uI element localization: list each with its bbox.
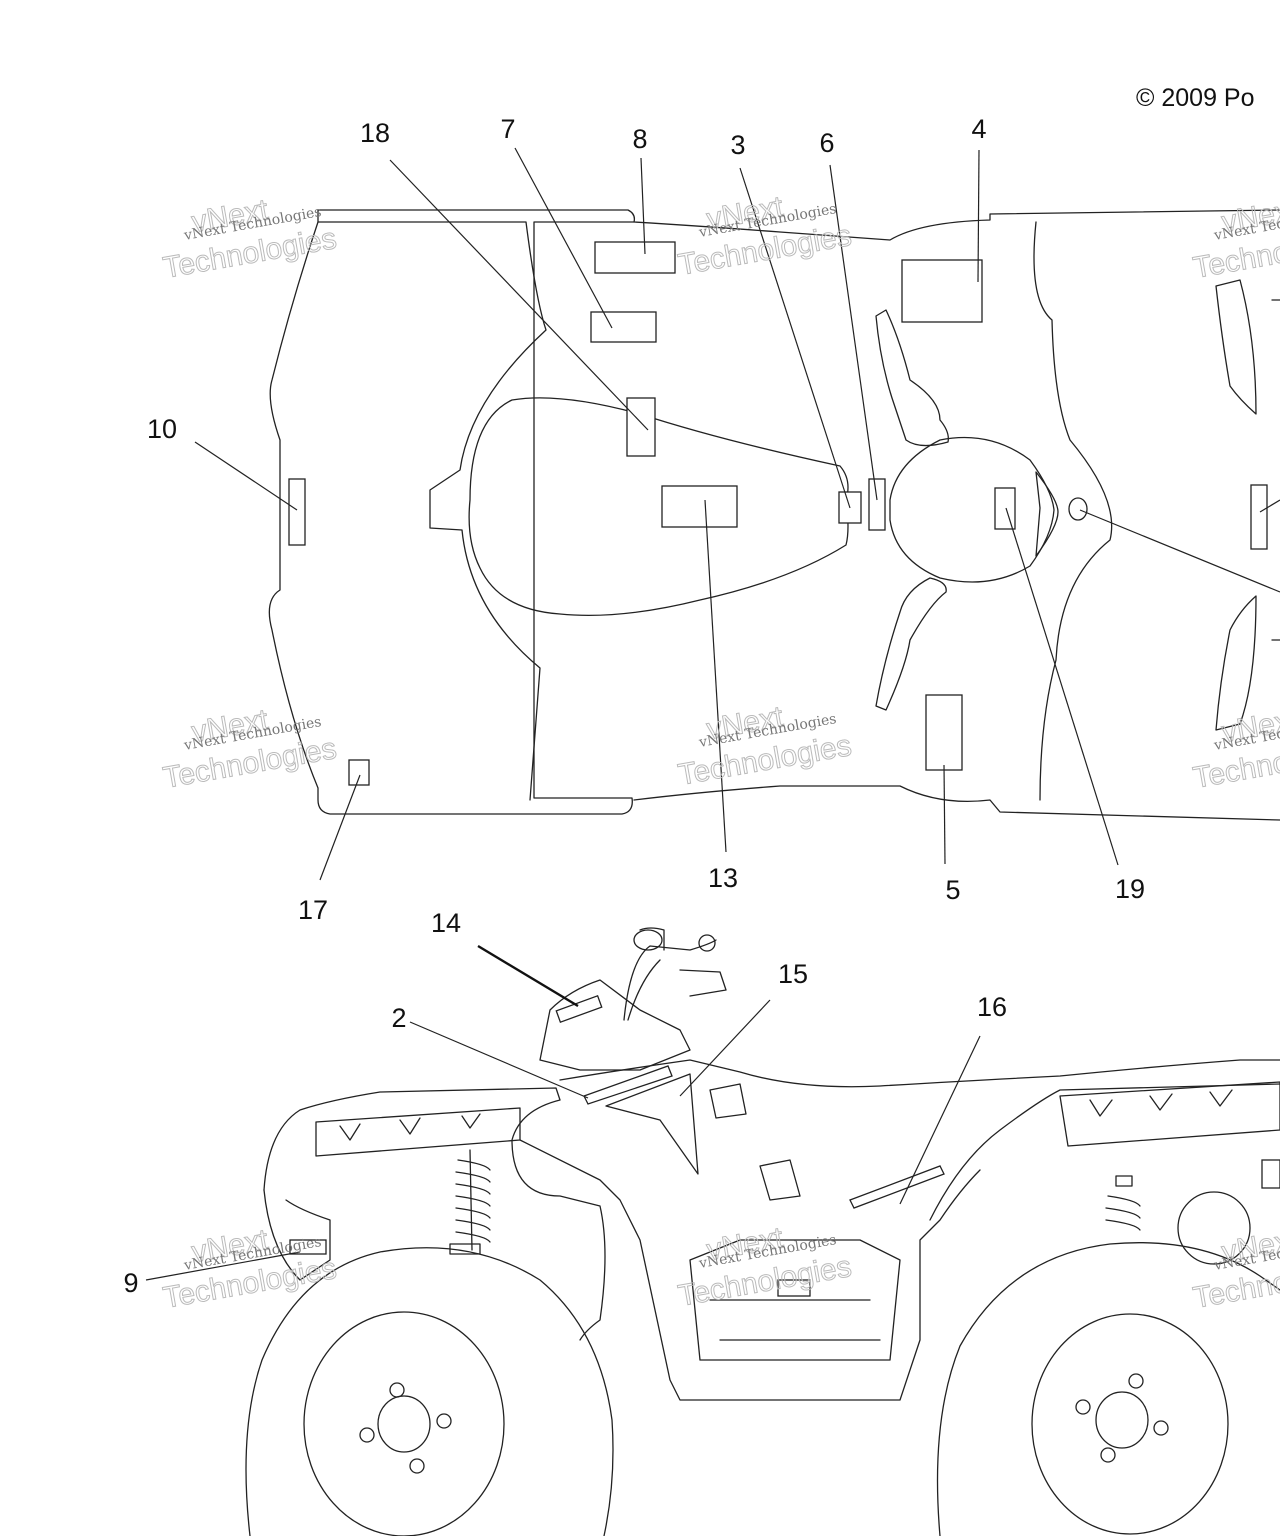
callout-10: 10 (147, 414, 177, 444)
front-fender-rack (315, 1107, 521, 1157)
seat-outline (468, 397, 849, 617)
side-fuel-cover (539, 979, 691, 1071)
side-footwell (689, 1239, 901, 1361)
decal-17[interactable] (348, 759, 370, 786)
leader-16 (899, 1035, 981, 1205)
leader-rear-right (1079, 509, 1280, 593)
leader-rear-edge (1259, 499, 1280, 513)
callout-7: 7 (500, 114, 515, 144)
decal-16[interactable] (849, 1165, 945, 1209)
watermark-7: vNext vNext Technologies Technologies (160, 1223, 339, 1316)
side-vent-1 (709, 1083, 747, 1119)
decal-13[interactable] (661, 485, 738, 528)
rear-hitch-hole (1068, 497, 1088, 521)
rear-fender-side (929, 1083, 1280, 1221)
callout-8: 8 (632, 124, 647, 154)
headlight-pod (889, 436, 1055, 583)
body-outline-bottom (633, 785, 1280, 821)
watermark-4: vNext vNext Technologies Technologies (160, 703, 339, 796)
callout-5: 5 (945, 875, 960, 905)
watermark-9: vNext vNext Technologies Technologies (1190, 1223, 1280, 1316)
decal-14[interactable] (555, 995, 603, 1023)
rear-rack-slot-top (1215, 279, 1257, 415)
rear-rack-edge (1271, 299, 1280, 641)
rear-rack-slot-bottom (1215, 595, 1257, 731)
decal-18[interactable] (626, 397, 656, 457)
callout-9: 9 (123, 1268, 138, 1298)
decal-15[interactable] (583, 1065, 673, 1105)
body-outline (633, 209, 1280, 241)
rear-shock (1105, 1175, 1141, 1231)
callout-14: 14 (431, 908, 461, 938)
callout-6: 6 (819, 128, 834, 158)
side-arrow-graphic (605, 1073, 699, 1175)
watermark-8: vNext vNext Technologies Technologies (675, 1221, 854, 1314)
decal-4[interactable] (901, 259, 983, 323)
leader-5 (943, 764, 946, 865)
callout-2: 2 (391, 1003, 406, 1033)
leader-14 (477, 944, 579, 1008)
leader-13 (704, 499, 727, 853)
callout-18: 18 (360, 118, 390, 148)
leader-10 (194, 441, 298, 511)
side-vent-2 (759, 1159, 801, 1201)
decal-19[interactable] (994, 487, 1016, 530)
watermark-6: vNext vNext Technologies Technologies (1190, 703, 1280, 796)
leader-3 (739, 167, 851, 509)
leader-2 (409, 1021, 589, 1099)
rear-wheel (936, 1242, 1280, 1536)
leader-4 (977, 149, 980, 283)
side-body-top (559, 1059, 1280, 1088)
decal-10[interactable] (288, 478, 306, 546)
callout-17: 17 (298, 895, 328, 925)
front-panel-line (317, 221, 547, 801)
leader-17 (319, 774, 361, 881)
decal-rear-edge[interactable] (1250, 484, 1268, 550)
callout-16: 16 (977, 992, 1007, 1022)
front-fender-outline (268, 209, 636, 815)
decal-7[interactable] (590, 311, 657, 343)
callout-15: 15 (778, 959, 808, 989)
watermark-2: vNext vNext Technologies Technologies (675, 190, 854, 283)
copyright-text: © 2009 Po (1136, 84, 1255, 112)
rear-fender-rack (1059, 1081, 1280, 1147)
leader-9 (145, 1251, 301, 1281)
side-handlebar (623, 927, 727, 1021)
watermarks: vNext vNext Technologies Technologies vN… (160, 190, 1280, 1316)
callout-19: 19 (1115, 874, 1145, 904)
callout-3: 3 (730, 130, 745, 160)
decal-9[interactable] (289, 1239, 327, 1255)
decal-rear-side[interactable] (1261, 1159, 1280, 1189)
front-shock (449, 1149, 491, 1255)
watermark-5: vNext vNext Technologies Technologies (675, 700, 854, 793)
front-wheel (245, 1247, 614, 1536)
leader-7 (514, 147, 613, 329)
leader-19 (1005, 507, 1119, 866)
leader-8 (640, 157, 646, 255)
front-bumper (263, 1189, 331, 1281)
callout-numbers: 18 7 8 3 6 4 10 17 13 5 19 14 15 2 16 9 (123, 114, 1145, 1298)
atv-top-view (194, 147, 1280, 881)
decal-6[interactable] (868, 478, 886, 531)
atv-side-view (145, 927, 1280, 1536)
decal-5[interactable] (925, 694, 963, 771)
leader-6 (829, 164, 878, 501)
leader-15 (679, 999, 771, 1097)
handlebar-left (875, 309, 949, 447)
headlight-lens (1035, 471, 1059, 557)
callout-13: 13 (708, 863, 738, 893)
watermark-1: vNext vNext Technologies Technologies (160, 193, 339, 286)
rear-panel-line (1033, 221, 1113, 801)
side-panel (519, 1139, 981, 1401)
leader-18 (389, 159, 649, 431)
handlebar-right (875, 577, 947, 711)
callout-4: 4 (971, 114, 986, 144)
rear-hub-cover (1177, 1191, 1251, 1265)
decal-8[interactable] (594, 241, 676, 274)
front-fender-side (263, 1087, 606, 1341)
watermark-3: vNext vNext Technologies Technologies (1190, 193, 1280, 286)
decal-side-mid[interactable] (777, 1279, 811, 1297)
